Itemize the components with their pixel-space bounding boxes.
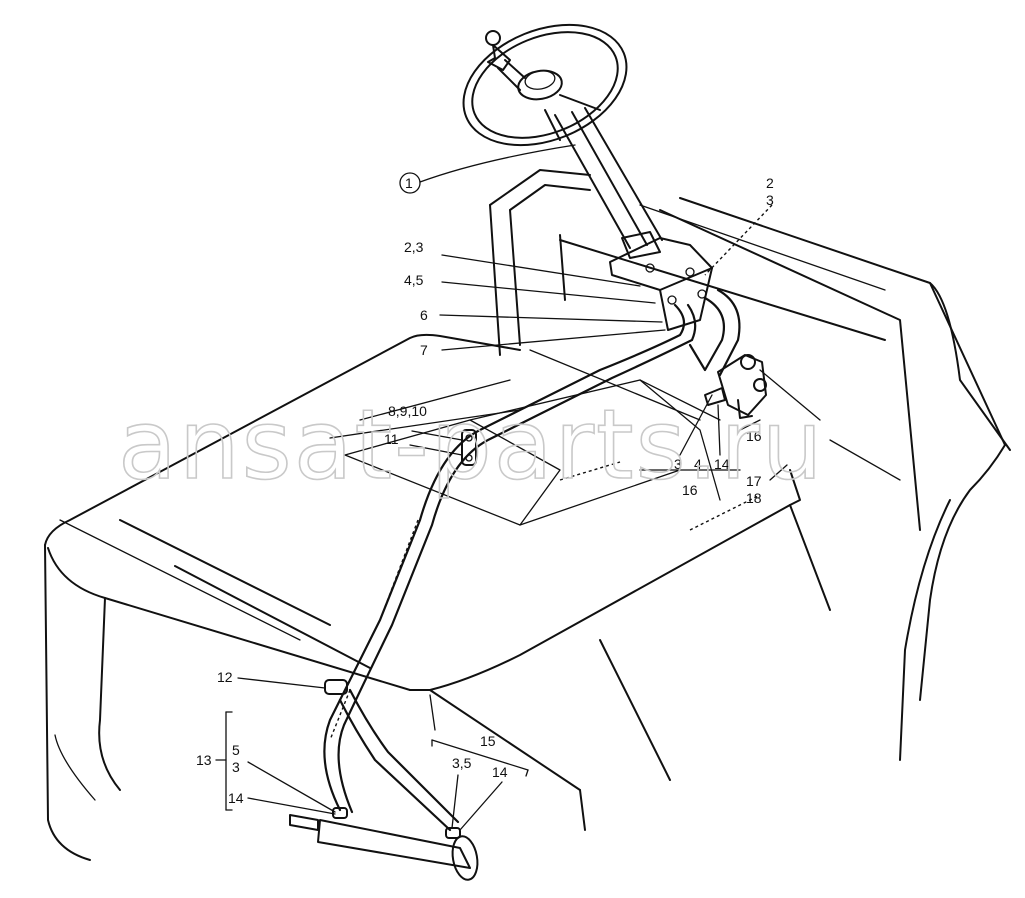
callout-12: 12 bbox=[217, 669, 233, 685]
callout-4-valve: 4 bbox=[694, 456, 702, 472]
callout-circle-1 bbox=[399, 172, 421, 194]
callout-18: 18 bbox=[746, 490, 762, 506]
steering-assembly bbox=[462, 23, 713, 331]
callout-3-left: 3 bbox=[232, 759, 240, 775]
callout-14-valve: 14 bbox=[714, 456, 730, 472]
callout-3-valve: 3 bbox=[674, 456, 682, 472]
callout-14-left: 14 bbox=[228, 790, 244, 806]
callout-13: 13 bbox=[196, 752, 212, 768]
callout-labels: 1 2 3 2,3 4,5 6 7 8,9,10 11 12 13 5 3 14… bbox=[196, 172, 774, 806]
callout-16-right: 16 bbox=[746, 428, 762, 444]
callout-5: 5 bbox=[232, 742, 240, 758]
hydraulic-hoses bbox=[323, 288, 741, 832]
callout-2-3: 2,3 bbox=[404, 239, 424, 255]
callout-11: 11 bbox=[384, 431, 399, 447]
watermark: ansat-parts.ru bbox=[118, 389, 825, 501]
callout-3-5: 3,5 bbox=[452, 755, 472, 771]
callout-6: 6 bbox=[420, 307, 428, 323]
callout-2: 2 bbox=[766, 175, 774, 191]
callout-8-9-10: 8,9,10 bbox=[388, 403, 427, 419]
callout-3: 3 bbox=[766, 192, 774, 208]
callout-7: 7 bbox=[420, 342, 428, 358]
callout-15: 15 bbox=[480, 733, 496, 749]
callout-17: 17 bbox=[746, 473, 762, 489]
body-outline bbox=[44, 169, 1011, 861]
valve-unit bbox=[704, 354, 767, 419]
clamps-fittings bbox=[324, 429, 477, 839]
callout-14-bottom: 14 bbox=[492, 764, 508, 780]
callout-1: 1 bbox=[405, 175, 413, 191]
callout-16-below: 16 bbox=[682, 482, 698, 498]
callout-4-5: 4,5 bbox=[404, 272, 424, 288]
steering-cylinder bbox=[289, 814, 479, 881]
leader-lines bbox=[215, 144, 788, 831]
